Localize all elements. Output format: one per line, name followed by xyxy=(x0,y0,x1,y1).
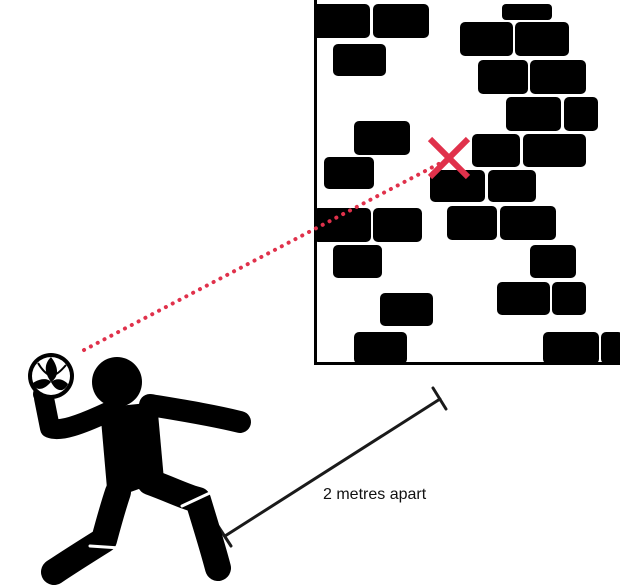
brick xyxy=(552,282,586,315)
brick xyxy=(530,245,576,278)
brick xyxy=(523,134,586,167)
brick xyxy=(430,170,485,202)
brick xyxy=(373,208,422,242)
distance-measure xyxy=(216,386,448,548)
brick xyxy=(380,293,433,326)
brick xyxy=(530,60,586,94)
cross-mark-icon xyxy=(427,136,471,180)
brick xyxy=(472,134,520,167)
brick xyxy=(354,332,407,363)
brick xyxy=(460,22,513,56)
brick xyxy=(515,22,569,56)
brick xyxy=(373,4,429,38)
brick xyxy=(601,332,620,363)
brick xyxy=(324,157,374,189)
brick xyxy=(488,170,536,202)
brick xyxy=(447,206,497,240)
brick xyxy=(500,206,556,240)
brick xyxy=(502,4,552,20)
brick xyxy=(314,208,371,242)
brick xyxy=(354,121,410,155)
brick xyxy=(506,97,561,131)
brick xyxy=(543,332,599,363)
distance-label: 2 metres apart xyxy=(323,486,427,503)
brick xyxy=(333,44,386,76)
brick xyxy=(478,60,528,94)
volleyball-icon xyxy=(28,353,74,399)
brick-wall xyxy=(314,0,620,365)
person-throwing-ball-icon xyxy=(33,357,251,585)
brick xyxy=(333,245,382,278)
ball-trajectory xyxy=(82,156,452,352)
brick xyxy=(564,97,598,131)
brick xyxy=(314,4,370,38)
brick xyxy=(497,282,550,315)
